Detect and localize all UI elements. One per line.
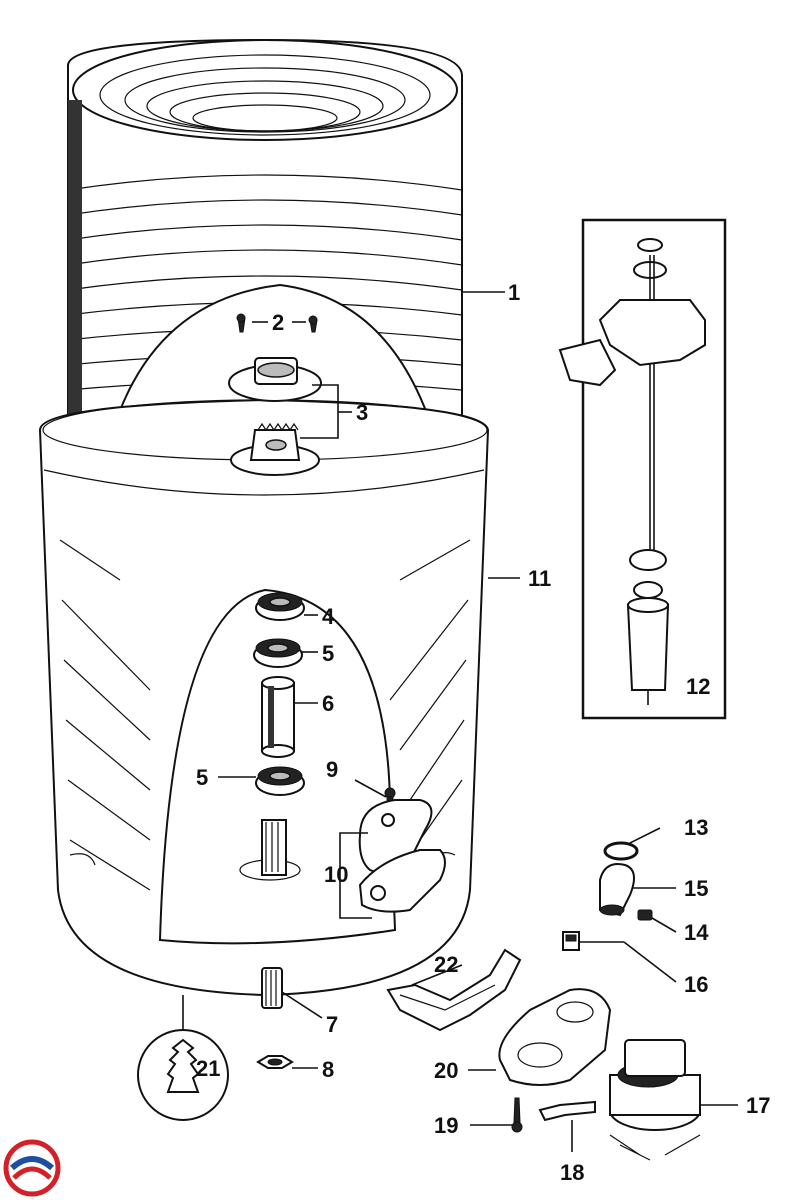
callout-10: 10: [324, 862, 348, 887]
callout-5-upper: 5: [322, 641, 334, 666]
part-15-elbow-fitting: [599, 863, 635, 917]
part-3-hub-assembly: [228, 357, 322, 476]
part-7-spline-coupling: [261, 967, 283, 1009]
part-12-suspension-assembly: [558, 218, 727, 720]
part-16-bracket: [562, 931, 580, 951]
leader-lines: [218, 291, 738, 1152]
callout-12: 12: [686, 674, 710, 699]
part-2-screws: [236, 313, 318, 333]
part-5-bearing-lower: [255, 766, 305, 796]
callout-4: 4: [322, 604, 335, 629]
callout-9: 9: [326, 757, 338, 782]
callout-7: 7: [326, 1012, 338, 1037]
callout-17: 17: [746, 1093, 770, 1118]
callout-14: 14: [684, 920, 709, 945]
callout-16: 16: [684, 972, 708, 997]
callout-21: 21: [196, 1056, 220, 1081]
part-21-clip: [137, 995, 229, 1121]
callout-13: 13: [684, 815, 708, 840]
brand-logo-icon: [3, 1139, 61, 1197]
part-6-sleeve: [261, 676, 295, 758]
callout-11: 11: [528, 566, 551, 591]
part-17-pump-motor: [609, 1039, 701, 1161]
part-8-nut: [256, 1055, 294, 1069]
part-4-seal: [255, 592, 305, 621]
callout-8: 8: [322, 1057, 334, 1082]
part-10-brake-arm: [358, 799, 446, 913]
callout-5-lower: 5: [196, 765, 208, 790]
callout-22: 22: [434, 952, 458, 977]
part-20-gasket-plate: [498, 988, 612, 1086]
callout-15: 15: [684, 876, 708, 901]
part-14-clip: [637, 909, 653, 921]
callout-1: 1: [508, 280, 520, 305]
part-13-o-ring: [603, 841, 639, 861]
part-5-bearing-upper: [253, 638, 303, 668]
callout-labels: 1 2 3 4 5 6 5 9 10 11 12 13 15 14 16 22 …: [196, 280, 770, 1185]
callout-18: 18: [560, 1160, 584, 1185]
callout-19: 19: [434, 1113, 458, 1138]
callout-2: 2: [272, 310, 284, 335]
callout-20: 20: [434, 1058, 458, 1083]
part-19-screw: [511, 1097, 523, 1133]
part-18-clip: [538, 1100, 596, 1122]
callout-3: 3: [356, 400, 368, 425]
callout-6: 6: [322, 691, 334, 716]
drive-shaft: [261, 819, 287, 876]
part-22-mounting-bracket: [386, 948, 522, 1032]
